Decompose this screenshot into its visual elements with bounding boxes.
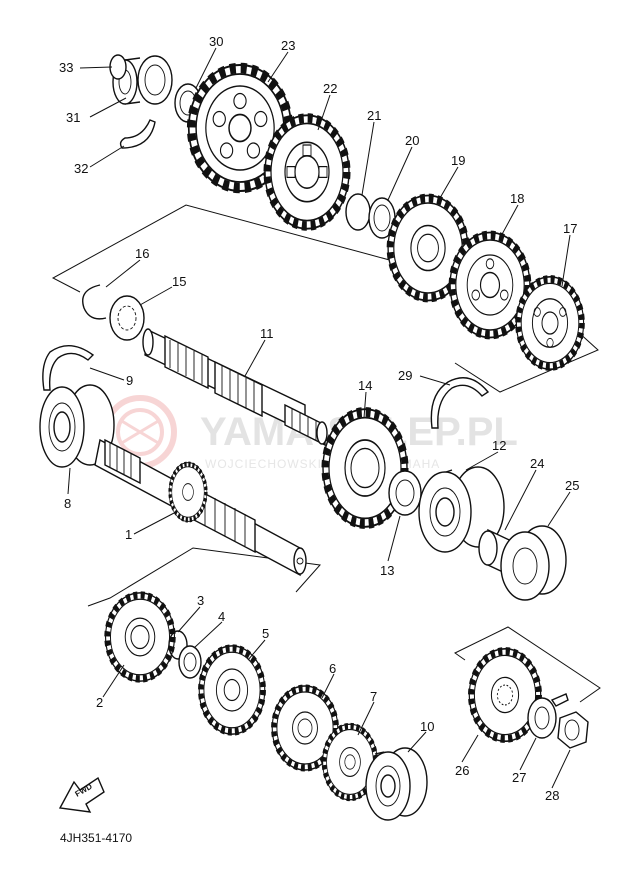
part-29-circlip <box>430 377 490 429</box>
part-label-6: 6 <box>329 661 336 676</box>
part-18-gear <box>450 233 530 338</box>
part-13-washer <box>388 470 422 516</box>
part-label-10: 10 <box>420 719 434 734</box>
lower-assembly-outline <box>87 547 321 607</box>
part-label-27: 27 <box>512 770 526 785</box>
part-label-26: 26 <box>455 763 469 778</box>
part-12-bearing <box>418 466 505 553</box>
part-22-gear <box>265 115 349 228</box>
part-32-circlip <box>119 119 156 149</box>
part-label-18: 18 <box>510 191 524 206</box>
diagram-code: 4JH351-4170 <box>60 831 132 845</box>
part-label-16: 16 <box>135 246 149 261</box>
part-label-21: 21 <box>367 108 381 123</box>
part-4-washer <box>178 645 202 679</box>
part-label-33: 33 <box>59 60 73 75</box>
part-label-2: 2 <box>96 695 103 710</box>
part-10-bearing <box>365 747 428 821</box>
part-label-4: 4 <box>218 609 225 624</box>
part-28-nut <box>557 711 589 749</box>
part-17-gear <box>516 277 583 369</box>
part-label-15: 15 <box>172 274 186 289</box>
part-23-gear <box>189 65 291 191</box>
part-31-bearing <box>112 55 173 105</box>
part-5-gear <box>199 646 265 734</box>
part-label-1: 1 <box>125 527 132 542</box>
part-label-31: 31 <box>66 110 80 125</box>
part-label-11: 11 <box>260 326 274 341</box>
part-label-20: 20 <box>405 133 419 148</box>
part-label-29: 29 <box>398 368 412 383</box>
part-label-25: 25 <box>565 478 579 493</box>
part-19-gear <box>388 196 468 301</box>
part-label-23: 23 <box>281 38 295 53</box>
part-14-gear <box>323 409 407 527</box>
part-label-13: 13 <box>380 563 394 578</box>
part-25-seal <box>500 525 567 601</box>
part-label-5: 5 <box>262 626 269 641</box>
part-label-7: 7 <box>370 689 377 704</box>
part-21-circlip <box>345 193 371 231</box>
part-2-gear <box>106 593 175 681</box>
part-6-gear <box>272 686 338 770</box>
part-label-32: 32 <box>74 161 88 176</box>
part-label-17: 17 <box>563 221 577 236</box>
part-label-9: 9 <box>126 373 133 388</box>
part-26-sprocket <box>469 649 540 741</box>
part-label-19: 19 <box>451 153 465 168</box>
part-label-3: 3 <box>197 593 204 608</box>
part-label-12: 12 <box>492 438 506 453</box>
part-label-22: 22 <box>323 81 337 96</box>
part-9-circlip <box>42 345 95 391</box>
part-label-30: 30 <box>209 34 223 49</box>
part-33-bushing <box>109 54 127 80</box>
part-label-14: 14 <box>358 378 372 393</box>
part-11-axle <box>142 328 328 447</box>
fwd-arrow: FWD <box>58 776 105 813</box>
part-16-circlip <box>82 284 107 320</box>
leader-lines <box>67 47 571 789</box>
part-27-lock-washer <box>527 693 569 739</box>
part-label-8: 8 <box>64 496 71 511</box>
part-15-washer <box>109 295 145 341</box>
part-7-gear <box>323 724 378 800</box>
part-label-24: 24 <box>530 456 544 471</box>
sprocket-assembly-outline <box>454 626 601 703</box>
part-label-28: 28 <box>545 788 559 803</box>
part-3-circlip <box>168 630 188 660</box>
part-labels: 33 31 32 30 23 22 21 20 19 18 17 16 15 1… <box>59 34 579 803</box>
part-1-axle <box>94 438 307 577</box>
